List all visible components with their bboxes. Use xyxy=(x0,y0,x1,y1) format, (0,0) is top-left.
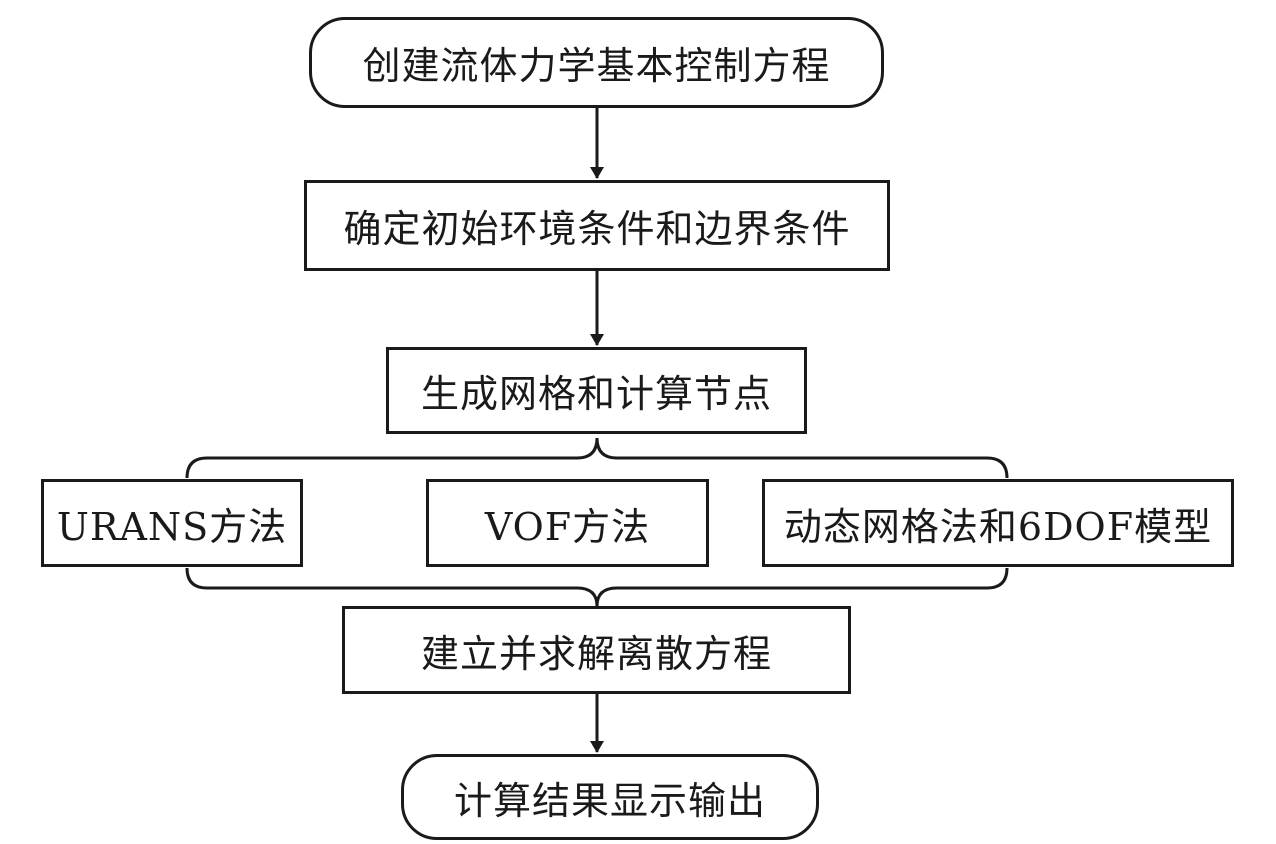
dynamic-mesh-node-label: 动态网格法和6DOF模型 xyxy=(783,504,1213,549)
mesh-node-label: 生成网格和计算节点 xyxy=(420,372,772,416)
urans-node-label: URANS方法 xyxy=(56,504,288,549)
top-brace xyxy=(185,437,1009,479)
conditions-node-label: 确定初始环境条件和边界条件 xyxy=(343,207,851,251)
solve-node: 建立并求解离散方程 xyxy=(342,606,851,694)
bottom-brace xyxy=(185,567,1009,607)
output-node-label: 计算结果显示输出 xyxy=(453,778,766,823)
start-node: 创建流体力学基本控制方程 xyxy=(309,17,884,108)
start-node-label: 创建流体力学基本控制方程 xyxy=(362,44,831,88)
conditions-node: 确定初始环境条件和边界条件 xyxy=(304,180,890,271)
solve-node-label: 建立并求解离散方程 xyxy=(420,631,772,676)
output-node: 计算结果显示输出 xyxy=(401,754,819,840)
vof-node-label: VOF方法 xyxy=(484,504,651,549)
urans-node: URANS方法 xyxy=(41,479,303,567)
mesh-node: 生成网格和计算节点 xyxy=(386,347,807,434)
dynamic-mesh-node: 动态网格法和6DOF模型 xyxy=(762,479,1234,567)
vof-node: VOF方法 xyxy=(426,479,709,567)
